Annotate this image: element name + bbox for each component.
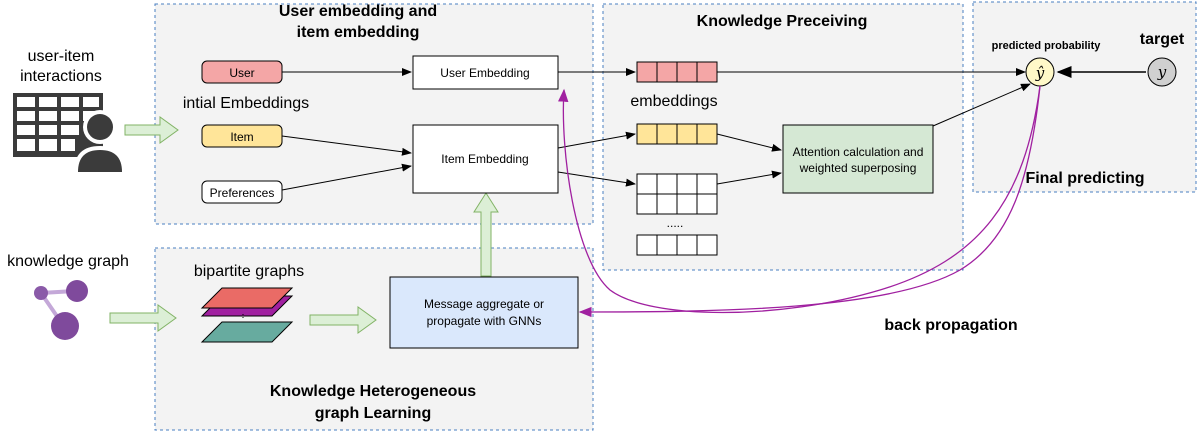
table-user-icon [13, 93, 126, 172]
bipartite-graph-layers [200, 287, 294, 343]
attention-label-2: weighted superposing [799, 161, 917, 175]
item-embedding-box [412, 124, 559, 194]
arrow-item-emb-to-matrix [557, 171, 636, 187]
back-propagation-to-gnn [578, 85, 1041, 318]
green-arrow-interactions [124, 116, 179, 144]
y-symbol: y [1157, 63, 1167, 81]
arrow-item-emb-to-vector [557, 131, 636, 149]
back-propagation-label: back propagation [884, 317, 1017, 334]
preferences-box-label: Preferences [210, 186, 275, 200]
preferences-box [201, 180, 283, 204]
target-label: target [1140, 31, 1185, 48]
arrow-item-to-embedding [281, 135, 412, 156]
graph-panel-title-1: Knowledge Heterogeneous [270, 383, 476, 400]
knowledge-matrix [636, 173, 718, 215]
green-arrow-up [473, 192, 499, 277]
attention-box [782, 124, 934, 194]
vector-dots: ..... [667, 216, 684, 230]
user-embedding-box [412, 55, 559, 90]
embeddings-label: embeddings [630, 93, 717, 110]
interactions-label-1: user-item [28, 48, 95, 65]
arrow-attention-to-yhat [932, 83, 1031, 127]
user-embedding-label: User Embedding [440, 66, 529, 80]
user-vector [636, 61, 718, 83]
final-panel-title: Final predicting [1025, 170, 1144, 187]
kg-label: knowledge graph [7, 253, 129, 270]
attention-label-1: Attention calculation and [793, 145, 924, 159]
bipartite-label: bipartite graphs [194, 263, 304, 280]
back-propagation-to-user-embedding [558, 85, 1041, 314]
yhat-symbol: ŷ [1035, 64, 1045, 82]
arrow-vector-to-attention [716, 133, 782, 152]
item-vector [636, 123, 718, 145]
gnn-label-2: propagate with GNNs [427, 314, 542, 328]
item-embedding-label: Item Embedding [441, 152, 528, 166]
graph-panel-title-2: graph Learning [315, 405, 431, 422]
knowledge-graph-icon [34, 280, 88, 340]
y-node [1147, 57, 1177, 87]
arrow-matrix-to-attention [716, 170, 782, 185]
user-box-label: User [229, 66, 254, 80]
interactions-label-2: interactions [20, 68, 102, 85]
embedding-panel-title-2: item embedding [297, 24, 420, 41]
gnn-box [389, 276, 579, 349]
item-box-label: Item [230, 130, 253, 144]
initial-embeddings-label: intial Embeddings [183, 95, 309, 112]
final-panel [972, 1, 1197, 193]
green-arrow-kg [109, 304, 177, 332]
gnn-label-1: Message aggregate or [424, 297, 544, 311]
knowledge-panel-title: Knowledge Preceiving [697, 13, 868, 30]
predicted-probability-label: predicted probability [992, 40, 1102, 52]
arrow-pref-to-embedding [281, 163, 412, 191]
knowledge-vector-last [636, 234, 718, 256]
green-arrow-bipartite [309, 306, 377, 334]
embedding-panel-title-1: User embedding and [279, 3, 437, 20]
